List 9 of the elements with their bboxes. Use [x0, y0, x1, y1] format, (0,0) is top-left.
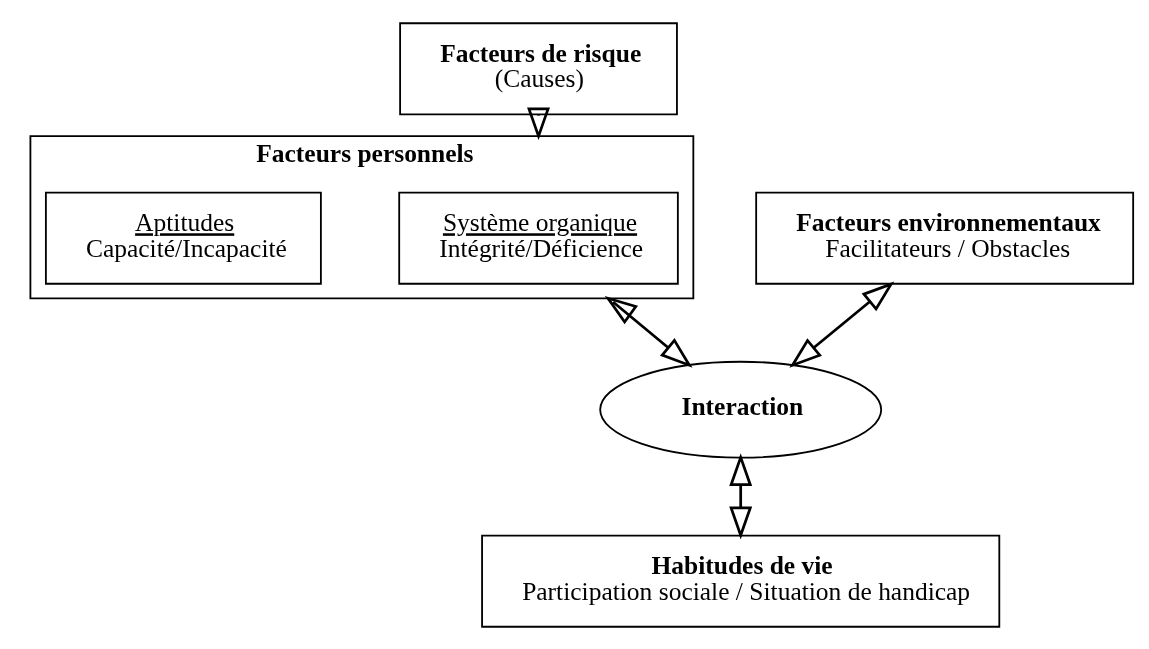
arrow — [604, 295, 693, 368]
arrow — [527, 107, 550, 140]
node-box: Habitudes de vie Participation sociale / Situation de handicap — [481, 534, 1001, 628]
node-ellipse: Interaction — [599, 360, 883, 459]
arrow — [789, 281, 895, 368]
node-box: Aptitudes Capacité/Incapacité — [45, 191, 322, 285]
node-box: Système organique Intégrité/Déficience — [398, 191, 679, 285]
node-box: Facteurs environnementaux Facilitateurs / Obstacles — [755, 191, 1135, 285]
arrow — [729, 452, 753, 539]
